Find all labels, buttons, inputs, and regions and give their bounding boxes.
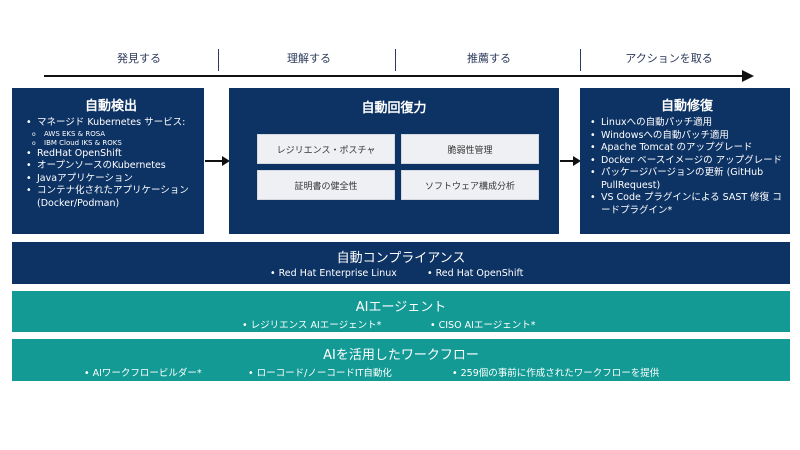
auto-detect-list: マネージド Kubernetes サービス: bbox=[26, 117, 196, 130]
auto-compliance-band: 自動コンプライアンス Red Hat Enterprise Linux Red … bbox=[12, 242, 790, 284]
auto-detect-list-continued: RedHat OpenShift オープンソースのKubernetes Java… bbox=[26, 148, 196, 211]
list-item: Linuxへの自動パッチ適用 bbox=[590, 117, 784, 130]
auto-remediate-list: Linuxへの自動パッチ適用 Windowsへの自動パッチ適用 Apache T… bbox=[590, 117, 784, 217]
phase-act: アクションを取る bbox=[625, 52, 713, 65]
list-item: Red Hat OpenShift bbox=[427, 268, 524, 279]
list-item: マネージド Kubernetes サービス: bbox=[26, 117, 196, 130]
phase-understand: 理解する bbox=[287, 52, 331, 65]
list-item: IBM Cloud IKS & ROKS bbox=[26, 139, 196, 148]
auto-resilience-title: 自動回復力 bbox=[361, 101, 427, 116]
list-item: 259個の事前に作成されたワークフローを提供 bbox=[452, 365, 660, 379]
resilience-posture-cell: レジリエンス・ポスチャ bbox=[257, 134, 395, 164]
list-item: コンテナ化されたアプリケーション (Docker/Podman) bbox=[26, 185, 196, 210]
list-item: ローコード/ノーコードIT自動化 bbox=[248, 365, 392, 379]
timeline: 発見する 理解する 推薦する アクションを取る bbox=[44, 40, 756, 82]
auto-remediate-box: 自動修復 Linuxへの自動パッチ適用 Windowsへの自動パッチ適用 Apa… bbox=[580, 88, 790, 234]
flow-arrow bbox=[205, 156, 230, 166]
list-item: Red Hat Enterprise Linux bbox=[270, 268, 397, 279]
list-item: パッケージバージョンの更新 (GitHub PullRequest) bbox=[590, 167, 784, 192]
list-item: Apache Tomcat のアップグレード bbox=[590, 142, 784, 155]
list-item: VS Code プラグインによる SAST 修復 コードプラグイン* bbox=[590, 192, 784, 217]
list-item: AIワークフロービルダー* bbox=[84, 365, 202, 379]
vulnerability-management-cell: 脆弱性管理 bbox=[401, 134, 539, 164]
ai-agents-title: AIエージェント bbox=[355, 300, 447, 315]
list-item: Javaアプリケーション bbox=[26, 173, 196, 186]
software-composition-analysis-cell: ソフトウェア構成分析 bbox=[401, 170, 539, 200]
ai-workflow-title: AIを活用したワークフロー bbox=[323, 348, 479, 363]
phase-separator bbox=[218, 49, 219, 71]
list-item: CISO AIエージェント* bbox=[430, 317, 536, 331]
auto-resilience-box: 自動回復力 レジリエンス・ポスチャ 脆弱性管理 証明書の健全性 ソフトウェア構成… bbox=[229, 88, 559, 234]
ai-workflow-band: AIを活用したワークフロー AIワークフロービルダー* ローコード/ノーコードI… bbox=[12, 339, 790, 381]
list-item: Windowsへの自動パッチ適用 bbox=[590, 130, 784, 143]
timeline-arrowhead bbox=[742, 70, 754, 82]
auto-detect-box: 自動検出 マネージド Kubernetes サービス: AWS EKS & RO… bbox=[12, 88, 204, 234]
auto-compliance-title: 自動コンプライアンス bbox=[336, 251, 466, 266]
phase-discover: 発見する bbox=[117, 52, 161, 65]
timeline-axis bbox=[44, 75, 744, 77]
list-item: AWS EKS & ROSA bbox=[26, 130, 196, 139]
list-item: RedHat OpenShift bbox=[26, 148, 196, 161]
flow-arrow bbox=[560, 156, 581, 166]
list-item: レジリエンス AIエージェント* bbox=[242, 317, 382, 331]
list-item: オープンソースのKubernetes bbox=[26, 160, 196, 173]
ai-agents-band: AIエージェント レジリエンス AIエージェント* CISO AIエージェント* bbox=[12, 291, 790, 332]
auto-remediate-title: 自動修復 bbox=[660, 99, 713, 114]
certificate-health-cell: 証明書の健全性 bbox=[257, 170, 395, 200]
auto-detect-title: 自動検出 bbox=[84, 99, 137, 114]
phase-separator bbox=[580, 49, 581, 71]
phase-separator bbox=[395, 49, 396, 71]
list-item: Docker ベースイメージの アップグレード bbox=[590, 155, 784, 168]
auto-detect-sublist: AWS EKS & ROSA IBM Cloud IKS & ROKS bbox=[26, 130, 196, 148]
phase-recommend: 推薦する bbox=[467, 52, 511, 65]
